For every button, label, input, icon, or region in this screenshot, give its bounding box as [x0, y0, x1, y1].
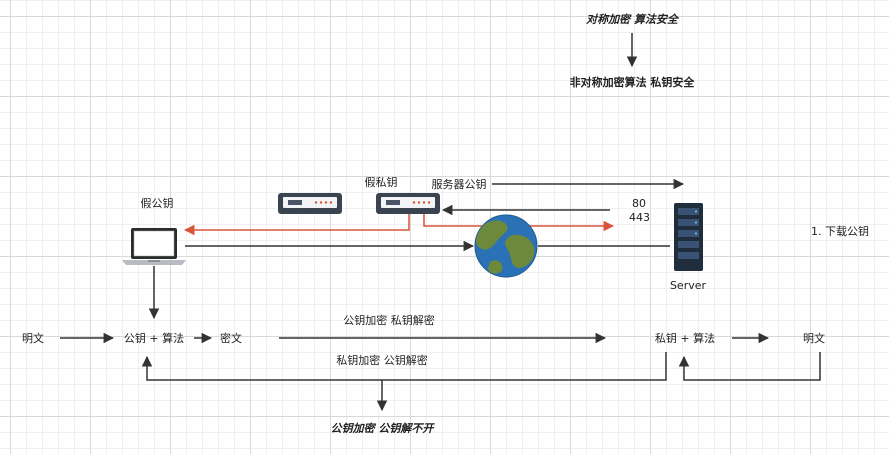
conclusion-label: 公钥加密 公钥解不开 — [331, 422, 436, 435]
intercept-to-server-arrow — [423, 214, 615, 232]
fake-private-key-label: 假私钥 — [365, 175, 398, 189]
router-icon — [278, 193, 342, 214]
priv-enc-pub-dec-label: 私钥加密 公钥解密 — [336, 353, 428, 367]
server-return-loop-arrow — [141, 352, 667, 381]
privkey-algo-box: 私钥 + 算法 — [655, 331, 715, 345]
router-icon — [376, 193, 440, 214]
laptop-icon — [122, 228, 186, 265]
pub-enc-priv-dec-label: 公钥加密 私钥解密 — [343, 313, 435, 327]
ciphertext-box: 密文 — [220, 331, 242, 345]
plaintext-left: 明文 — [22, 331, 44, 345]
plaintext-right: 明文 — [803, 331, 825, 345]
port-80-label: 80 — [632, 197, 646, 210]
fake-public-key-label: 假公钥 — [141, 196, 174, 210]
fake-key-return-arrow — [183, 214, 410, 236]
server-icon — [674, 203, 703, 271]
pubkey-algo-box: 公钥 + 算法 — [124, 331, 184, 345]
symmetric-note: 对称加密 算法安全 — [586, 13, 680, 26]
server-label: Server — [670, 279, 707, 292]
globe-icon — [474, 214, 538, 278]
port-443-label: 443 — [629, 211, 650, 224]
right-plaintext-loop-arrow — [678, 352, 821, 381]
download-step-label: 1. 下载公钥 — [811, 224, 869, 238]
asymmetric-note: 非对称加密算法 私钥安全 — [570, 75, 696, 89]
server-public-key-label: 服务器公钥 — [432, 177, 487, 191]
